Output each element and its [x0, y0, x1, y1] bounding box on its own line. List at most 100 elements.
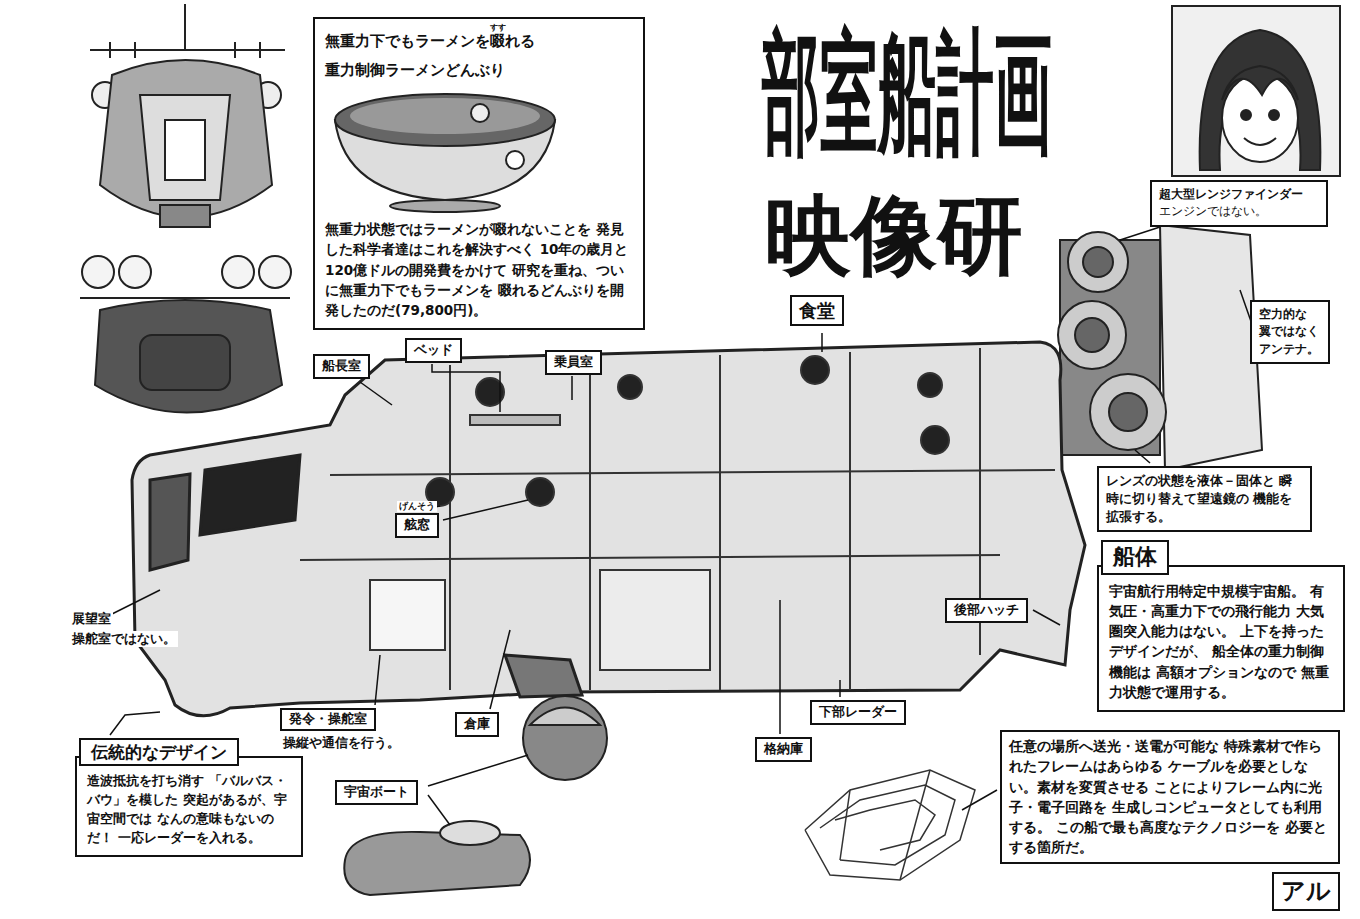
bottom-view-part — [80, 297, 290, 299]
portrait-part — [1200, 30, 1321, 170]
front-view-part — [140, 95, 230, 200]
part-label: 舷窓 — [395, 513, 439, 538]
node-body: 造波抵抗を打ち消す 「バルバス・バウ」を模した 突起があるが、宇宙空間では なん… — [75, 756, 303, 857]
ramen-bowl-part — [350, 98, 540, 134]
node-heading: ベッド — [414, 342, 453, 359]
note-box: 超大型レンジファインダーエンジンではない。 — [1150, 180, 1328, 227]
leader-line-part — [962, 790, 997, 810]
node-heading: 宇宙ボート — [344, 784, 409, 801]
rangefinder-part — [1075, 318, 1109, 352]
node-body: 宇宙航行用特定中規模宇宙船。 有気圧・高重力下での飛行能力 大気圏突入能力はない… — [1097, 565, 1345, 713]
space-boat-part — [523, 696, 607, 780]
ship-hull — [132, 342, 1085, 716]
bottom-view-part — [82, 256, 114, 288]
ship-hull-part — [200, 455, 300, 535]
node-heading: 倉庫 — [464, 716, 490, 733]
note-box: レンズの状態を液体－固体と 瞬時に切り替えて望遠鏡の 機能を拡張する。 — [1097, 466, 1312, 532]
ship-interior-part — [300, 555, 1000, 560]
part-label: 発令・操舵室操縦や通信を行う。 — [280, 708, 403, 754]
leader-line-part — [1120, 227, 1160, 240]
ship-interior-part — [849, 352, 851, 690]
node-body: 操縦や通信を行う。 — [280, 733, 403, 754]
portrait-part — [1269, 110, 1279, 120]
node-body: エンジンではない。 — [1159, 203, 1319, 220]
space-boat — [344, 696, 607, 895]
ship-interior-part — [719, 355, 721, 690]
leader-line-part — [375, 655, 380, 705]
ship-hull-part — [132, 342, 1085, 716]
leader-line-part — [779, 600, 781, 734]
frame-sketch-part — [805, 770, 975, 880]
part-label: 展望室 — [70, 611, 113, 627]
rangefinder-part — [1109, 393, 1147, 431]
rangefinder-part — [1058, 301, 1126, 369]
part-label: アル — [1272, 872, 1340, 911]
front-view-part — [90, 49, 285, 51]
node-heading: 後部ハッチ — [954, 602, 1019, 619]
ship-hull-part — [505, 655, 582, 697]
part-label: 後部ハッチ — [945, 598, 1028, 623]
ship-interior-part — [449, 365, 451, 690]
bottom-view-part — [259, 256, 291, 288]
ship-interior-part — [370, 580, 445, 650]
leader-line-part — [428, 755, 528, 786]
ship-hull-part — [150, 474, 190, 570]
leader-line-part — [821, 333, 823, 352]
node-heading: 船体 — [1101, 540, 1169, 575]
part-label: 乗員室 — [545, 350, 602, 375]
part-label: 船長室 — [313, 354, 370, 379]
ramen-bowl-part — [471, 104, 489, 122]
node-heading: 格納庫 — [764, 741, 803, 758]
node-heading: 発令・操舵室 — [280, 708, 376, 731]
ship-interior-part — [589, 360, 591, 690]
part-label: 格納庫 — [755, 737, 812, 762]
part-label: 操舵室ではない。 — [70, 631, 178, 647]
part-label: ベッド — [405, 338, 462, 363]
leader-line-part — [443, 500, 528, 520]
ramen-bowl-part — [335, 94, 555, 146]
node-heading: アル — [1281, 876, 1331, 907]
front-view-part — [109, 42, 111, 58]
front-view-part — [234, 42, 236, 58]
title: 部室船計画 — [762, 26, 1052, 159]
bowl-space — [325, 84, 633, 219]
node-heading: 任意の場所へ送光・送電が可能な 特殊素材で作られたフレームはあらゆる ケーブルを… — [1009, 736, 1331, 858]
bottom-view-part — [140, 335, 230, 390]
bottom-view-part — [222, 256, 254, 288]
node-body: 無重力状態ではラーメンが啜れないことを 発見した科学者達はこれを解決すべく 10… — [325, 219, 633, 320]
note-box: 空力的な 翼ではなく アンテナ。 — [1250, 300, 1330, 364]
frame-sketch-part — [820, 785, 955, 865]
node-heading: 伝統的なデザイン — [79, 738, 239, 766]
rangefinder-part — [1068, 232, 1128, 292]
node-heading: 舷窓 — [404, 517, 430, 534]
leader-line-part — [571, 376, 573, 400]
rangefinder-part — [1083, 247, 1113, 277]
front-view — [90, 4, 285, 227]
ship-interior — [300, 348, 1055, 690]
leader-line-part — [490, 630, 510, 709]
portrait-part — [1241, 110, 1251, 120]
leader-line-part — [432, 364, 500, 412]
leader-line-part — [112, 590, 160, 614]
node-heading: レンズの状態を液体－固体と 瞬時に切り替えて望遠鏡の 機能を拡張する。 — [1106, 472, 1303, 526]
part-label: 食堂 — [790, 295, 844, 326]
portrait — [1172, 6, 1340, 176]
bottom-view — [80, 256, 291, 413]
leader-line-part — [1135, 450, 1150, 463]
front-view-part — [100, 60, 272, 218]
frame-sketch — [805, 770, 975, 880]
node-heading: 食堂 — [799, 299, 835, 322]
front-view-part — [259, 42, 261, 58]
ramen-bowl-part — [506, 151, 524, 169]
ship-interior-part — [918, 373, 942, 397]
part-label: 倉庫 — [455, 712, 499, 737]
node-heading: 船長室 — [322, 358, 361, 375]
ramen-bowl — [335, 94, 555, 212]
node-heading: 下部レーダー — [819, 704, 897, 721]
bottom-view-part — [119, 256, 151, 288]
ramen-bowl-part — [390, 200, 500, 212]
titled-note: 船体宇宙航行用特定中規模宇宙船。 有気圧・高重力下での飛行能力 大気圏突入能力は… — [1097, 540, 1345, 712]
ship-interior-part — [600, 570, 710, 670]
rangefinder-part — [1090, 374, 1166, 450]
